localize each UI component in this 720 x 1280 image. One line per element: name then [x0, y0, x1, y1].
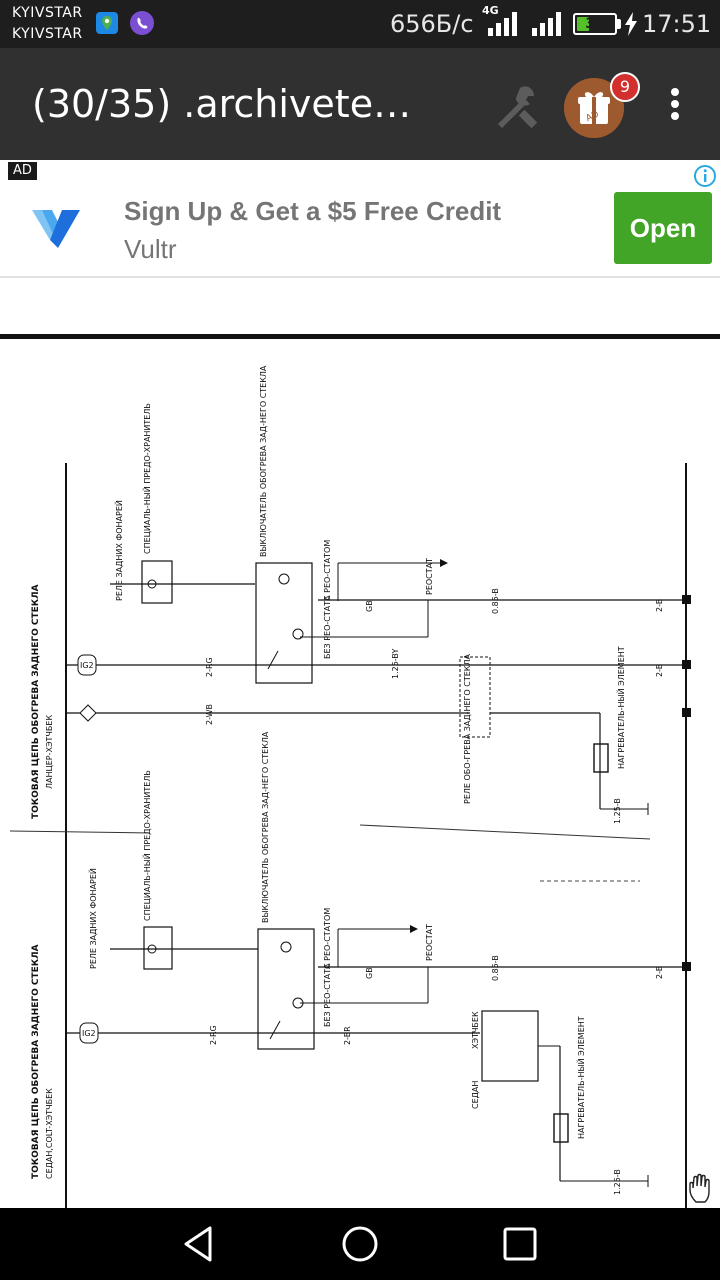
page-divider	[0, 334, 720, 339]
network-speed: 656Б/с	[390, 10, 474, 38]
special-fuse-label-bottom: СПЕЦИАЛЬ-НЫЙ ПРЕДО-ХРАНИТЕЛЬ	[141, 770, 152, 921]
wire-code: 2-B	[655, 599, 664, 612]
rear-light-relay-label: РЕЛЕ ЗАДНИХ ФОНАРЕЙ	[113, 500, 124, 601]
clock: 17:51	[642, 10, 712, 38]
heater-label-bottom: НАГРЕВАТЕЛЬ-НЫЙ ЭЛЕМЕНТ	[575, 1016, 586, 1139]
back-icon[interactable]	[178, 1222, 222, 1266]
bottom-diagram-title: ТОКОВАЯ ЦЕПЬ ОБОГРЕВА ЗАДНЕГО СТЕКЛА	[31, 944, 41, 1179]
ad-advertiser: Vultr	[124, 234, 177, 264]
ad-headline[interactable]: Sign Up & Get a $5 Free Credit	[124, 196, 502, 226]
signal-icon-secondary	[532, 12, 561, 36]
notification-count-badge: 9	[610, 72, 640, 102]
vultr-logo-icon	[32, 210, 80, 248]
wire-code: GB	[365, 600, 374, 612]
carrier-name: KYIVSTAR	[12, 5, 83, 21]
status-bar: KYIVSTAR KYIVSTAR 656Б/с 4G 32 17:51	[0, 0, 720, 48]
top-circuit: ТОКОВАЯ ЦЕПЬ ОБОГРЕВА ЗАДНЕГО СТЕКЛА ЛАН…	[31, 365, 691, 824]
defog-switch-label-bottom: ВЫКЛЮЧАТЕЛЬ ОБОГРЕВА ЗАД-НЕГО СТЕКЛА	[261, 731, 270, 923]
rheostat-label-bottom: РЕОСТАТ	[425, 924, 434, 961]
carrier-name-secondary: KYIVSTAR	[12, 26, 83, 42]
overflow-menu-icon[interactable]	[660, 84, 690, 124]
wire-code: 2-RG	[209, 1025, 218, 1045]
wire-code: 0.85-B	[491, 588, 500, 614]
top-diagram-title: ТОКОВАЯ ЦЕПЬ ОБОГРЕВА ЗАДНЕГО СТЕКЛА	[31, 584, 41, 819]
battery-level: 32	[585, 16, 605, 32]
app-bar: (30/35) .archivetemp... AD 9	[0, 48, 720, 160]
signal-icon	[488, 12, 517, 36]
wire-code: 1.25-B	[613, 798, 622, 824]
hand-cursor-icon	[689, 1173, 710, 1203]
wire-code: 0.85-B	[491, 955, 500, 981]
defog-switch-label: ВЫКЛЮЧАТЕЛЬ ОБОГРЕВА ЗАД-НЕГО СТЕКЛА	[259, 365, 268, 557]
rheostat-label: РЕОСТАТ	[425, 558, 434, 595]
without-rheostat-label: БЕЗ РЕО-СТАТА	[323, 595, 332, 659]
maps-notification-icon	[96, 12, 118, 34]
with-rheostat-label-bottom: С РЕО-СТАТОМ	[323, 908, 332, 969]
battery-icon: 32	[573, 13, 617, 35]
defog-relay-label: РЕЛЕ ОБО-ГРЕВА ЗАД-НЕГО СТЕКЛА	[463, 654, 472, 804]
wire-code: 1.25-B	[613, 1169, 622, 1195]
wire-code: 1.25-BY	[391, 649, 400, 679]
with-rheostat-label: С РЕО-СТАТОМ	[323, 540, 332, 601]
charging-icon	[625, 12, 637, 36]
viber-notification-icon	[130, 11, 154, 35]
ad-open-button[interactable]: Open	[614, 192, 712, 264]
hatchback-label: ХЭТЧБЕК	[471, 1011, 480, 1049]
without-rheostat-label-bottom: БЕЗ РЕО-СТАТА	[323, 963, 332, 1027]
wire-code: GB	[365, 967, 374, 979]
ad-banner[interactable]: AD Sign Up & Get a $5 Free Credit Vultr …	[0, 160, 720, 278]
wire-code: 2-BR	[343, 1026, 352, 1045]
bottom-diagram-subtitle: СЕДАН,COLT-ХЭТЧБЕК	[45, 1088, 54, 1179]
bottom-circuit: ТОКОВАЯ ЦЕПЬ ОБОГРЕВА ЗАДНЕГО СТЕКЛА СЕД…	[31, 731, 691, 1195]
ig2-connector-bottom: IG2	[82, 1029, 96, 1038]
ad-badge: AD	[8, 162, 37, 180]
page-title: (30/35) .archivetemp...	[32, 82, 442, 126]
top-diagram-subtitle: ЛАНЦЕР-ХЭТЧБЕК	[45, 715, 54, 789]
wire-code: 2-B	[655, 664, 664, 677]
document-viewer[interactable]: ТОКОВАЯ ЦЕПЬ ОБОГРЕВА ЗАДНЕГО СТЕКЛА ЛАН…	[0, 280, 720, 1208]
battery-fill	[577, 17, 589, 31]
wire-code: 2-RG	[205, 657, 214, 677]
ig2-connector-top: IG2	[80, 661, 94, 670]
special-fuse-label: СПЕЦИАЛЬ-НЫЙ ПРЕДО-ХРАНИТЕЛЬ	[141, 403, 152, 554]
wire-code: 2-B	[655, 966, 664, 979]
sedan-label: СЕДАН	[471, 1081, 480, 1109]
navigation-bar	[0, 1208, 720, 1280]
heater-label: НАГРЕВАТЕЛЬ-НЫЙ ЭЛЕМЕНТ	[615, 646, 626, 769]
home-icon[interactable]	[338, 1222, 382, 1266]
network-type: 4G	[482, 4, 499, 17]
gift-icon: AD	[564, 78, 624, 138]
ad-info-icon[interactable]	[693, 164, 717, 188]
battery-tip	[617, 19, 621, 29]
tools-icon[interactable]	[490, 80, 542, 132]
recents-icon[interactable]	[498, 1222, 542, 1266]
wiring-diagram: ТОКОВАЯ ЦЕПЬ ОБОГРЕВА ЗАДНЕГО СТЕКЛА ЛАН…	[9, 365, 691, 1208]
rear-light-relay-label-bottom: РЕЛЕ ЗАДНИХ ФОНАРЕЙ	[87, 868, 98, 969]
wire-code: 2-WB	[205, 704, 214, 725]
